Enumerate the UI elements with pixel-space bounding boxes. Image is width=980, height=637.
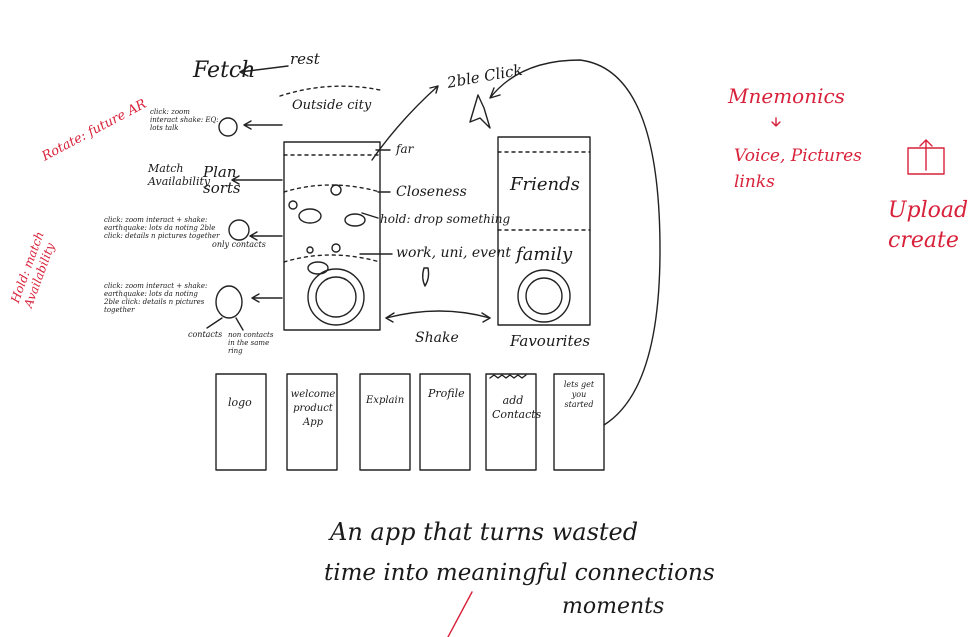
arrow-hold <box>361 212 379 219</box>
card-welcome: welcome product App <box>290 389 336 428</box>
non-contacts-label: non contacts in the same ring <box>228 331 274 355</box>
voice-pictures-links-label: Voice, Pictures links <box>734 146 862 192</box>
rest-label: rest <box>290 50 320 68</box>
match-availability-label: Match Availability <box>148 162 211 188</box>
return-loop-arrow <box>489 59 661 426</box>
label-closeness: Closeness <box>396 184 467 200</box>
card-frame-explain <box>359 373 411 471</box>
card-frame-get-started <box>553 373 605 471</box>
upload-create-label: Upload create <box>888 198 969 253</box>
card-frame-logo <box>215 373 267 471</box>
contacts-label: contacts <box>188 330 223 339</box>
label-far: far <box>396 142 414 156</box>
pin-icon <box>422 267 430 287</box>
outside-city-arc <box>279 85 381 97</box>
branch-non-contacts <box>235 317 244 331</box>
click-note-2: click: zoom interact + shake: earthquake… <box>104 216 220 240</box>
card-explain: Explain <box>366 395 405 406</box>
card-frame-profile <box>419 373 471 471</box>
zoom-circle-1 <box>218 117 238 137</box>
mnemonics-label: Mnemonics <box>728 84 845 108</box>
zoom-circle-2 <box>228 219 250 241</box>
arrow-to-only-contacts <box>249 231 283 241</box>
click-note-3: click: zoom interact + shake: earthquake… <box>104 282 208 314</box>
card-frame-add-contacts <box>485 373 537 471</box>
friends-label: Friends <box>510 174 580 195</box>
fetch-arrowhead <box>239 66 249 77</box>
contact-blob-6 <box>331 243 341 253</box>
fetch-arrow <box>239 65 289 73</box>
self-circle-outer <box>307 268 365 326</box>
double-click-arrow <box>371 85 439 161</box>
shake-arrowheads <box>385 312 491 323</box>
map-screen-frame <box>283 141 381 331</box>
card-frame-welcome <box>286 373 338 471</box>
fav-self-circle-outer <box>517 269 571 323</box>
zoom-circle-3 <box>215 285 243 319</box>
contact-blob-3 <box>298 208 322 224</box>
fav-self-circle-inner <box>525 277 563 315</box>
family-label: family <box>516 244 573 265</box>
fetch-label: Fetch <box>193 58 256 83</box>
upload-icon <box>919 139 933 171</box>
contact-blob-2 <box>288 200 298 210</box>
self-circle-inner <box>315 276 357 318</box>
mnemonics-arrow <box>771 117 781 127</box>
map-ring-close <box>283 184 381 193</box>
contact-blob-1 <box>330 184 342 196</box>
contact-blob-4 <box>344 213 366 227</box>
label-work-uni-event: work, uni, event <box>396 245 512 261</box>
favourites-screen-frame <box>497 136 591 326</box>
tagline-line-2: time into meaningful connections <box>324 560 715 586</box>
contact-blob-5 <box>306 246 314 254</box>
plan-sorts-label: Plan sorts <box>203 163 241 197</box>
card-profile: Profile <box>428 387 465 400</box>
outside-city-label: Outside city <box>292 98 372 113</box>
click-zoom-note: click: zoom interact shake: EQ: lots tal… <box>150 108 219 132</box>
zigzag-top <box>489 374 527 379</box>
strike-mark <box>447 591 473 637</box>
tagline-line-3: moments <box>562 594 665 619</box>
pointer-hand-icon <box>469 94 491 129</box>
card-add-contacts: add Contacts <box>492 394 542 421</box>
card-get-started: lets get you started <box>563 380 595 409</box>
arrow-to-plan <box>231 175 283 185</box>
tagline-line-1: An app that turns wasted <box>330 518 639 546</box>
only-contacts-label: only contacts <box>212 240 266 249</box>
branch-contacts <box>206 317 223 329</box>
label-hold-drop: hold: drop something <box>380 212 511 226</box>
arrow-to-click-note <box>243 120 283 130</box>
arrow-to-contacts-note <box>251 293 283 303</box>
shake-arrow <box>385 310 491 319</box>
contact-blob-7 <box>307 261 329 275</box>
favourites-title: Favourites <box>510 332 591 350</box>
card-logo: logo <box>228 396 252 409</box>
map-ring-work <box>283 254 381 263</box>
shake-label: Shake <box>415 330 459 346</box>
